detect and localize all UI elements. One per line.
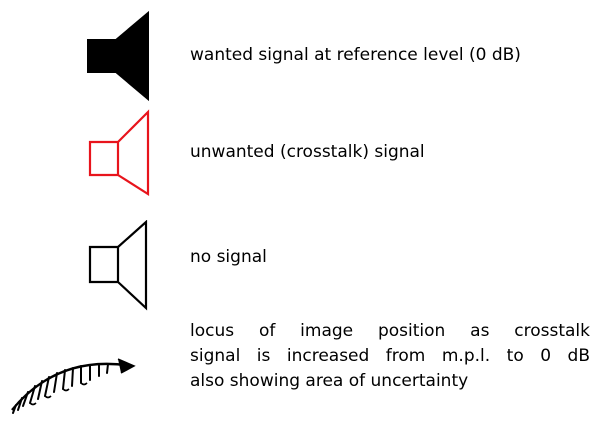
legend-label-image-locus: locus of image position as crosstalk sig…	[190, 319, 590, 394]
legend-label-unwanted-signal: unwanted (crosstalk) signal	[190, 142, 425, 162]
loudspeaker-outline-black-icon	[88, 220, 148, 311]
loudspeaker-filled-icon	[87, 10, 149, 102]
hatched-arrow-locus-icon	[11, 358, 136, 414]
legend-label-line: locus of image position as crosstalk	[190, 321, 590, 341]
legend-label-wanted-signal: wanted signal at reference level (0 dB)	[190, 45, 521, 65]
legend-label-line: signal is increased from m.p.l. to 0 dB	[190, 346, 590, 366]
legend-label-line: also showing area of uncertainty	[190, 371, 469, 391]
legend-label-no-signal: no signal	[190, 247, 267, 267]
loudspeaker-outline-red-icon	[88, 109, 150, 196]
